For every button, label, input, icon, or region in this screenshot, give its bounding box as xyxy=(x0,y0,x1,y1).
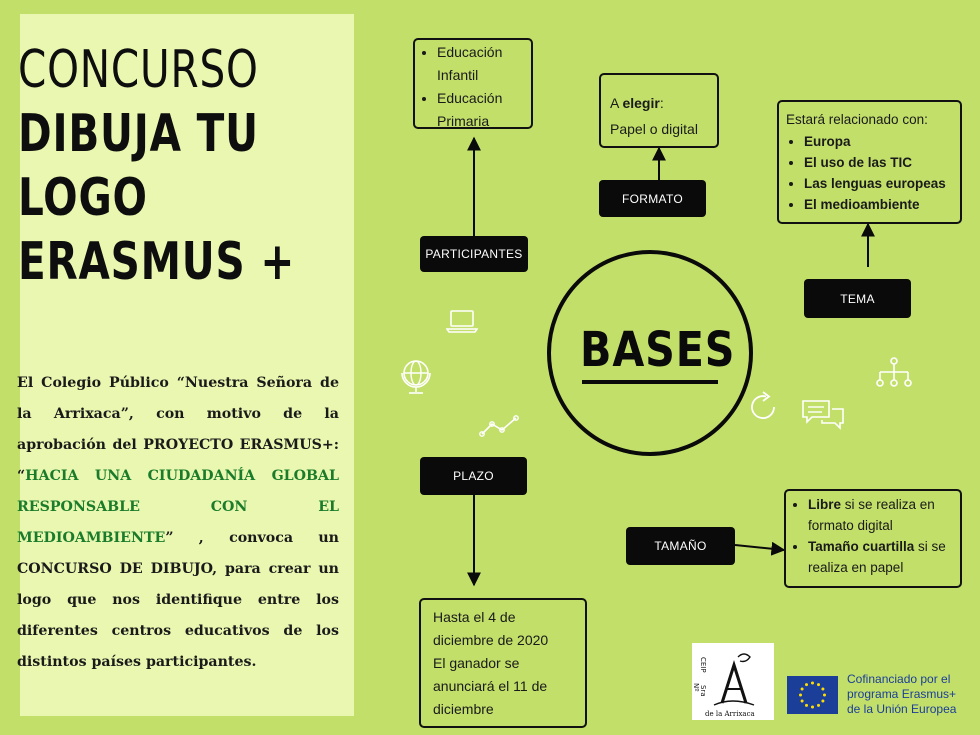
arrow-tamano xyxy=(734,541,786,556)
formato-line-2: Papel o digital xyxy=(610,121,698,137)
list-item: Tamaño cuartilla si se realiza en papel xyxy=(808,536,954,578)
plazo-line-3: El ganador se xyxy=(433,655,520,671)
globe-icon xyxy=(401,360,431,394)
participantes-box: Educación Infantil Educación Primaria xyxy=(413,38,533,129)
project-name: HACIA UNA CIUDADANÍA GLOBAL RESPONSABLE … xyxy=(17,468,339,546)
list-item: Libre si se realiza en formato digital xyxy=(808,494,954,536)
description-part-1: El Colegio Público “Nuestra Señora de la… xyxy=(17,375,339,484)
tema-box: Estará relacionado con: Europa El uso de… xyxy=(777,100,962,224)
eu-line-3: de la Unión Europea xyxy=(847,702,957,716)
list-item: El medioambiente xyxy=(804,194,954,215)
chat-icon xyxy=(802,400,844,430)
list-item: Educación Primaria xyxy=(437,87,527,133)
formato-label: FORMATO xyxy=(599,180,706,217)
school-logo: CEIP Nº Sra de la Arrixaca xyxy=(692,643,774,720)
svg-text:de la Arrixaca: de la Arrixaca xyxy=(705,710,755,718)
bases-underline xyxy=(582,380,718,384)
description-part-2: ” , convoca un CONCURSO DE DIBUJO, para … xyxy=(17,530,339,670)
eu-line-1: Cofinanciado por el xyxy=(847,672,951,686)
title-line-4: ERASMUS + xyxy=(18,232,296,292)
title-line-1: CONCURSO xyxy=(18,40,259,100)
eu-cofunding-text: Cofinanciado por el programa Erasmus+ de… xyxy=(847,672,956,717)
tema-intro: Estará relacionado con: xyxy=(786,112,928,127)
title-line-3: LOGO xyxy=(18,168,148,228)
participantes-list: Educación Infantil Educación Primaria xyxy=(419,41,527,133)
tamano-box: Libre si se realiza en formato digital T… xyxy=(784,489,962,588)
list-item: Europa xyxy=(804,131,954,152)
laptop-icon xyxy=(446,310,478,333)
plazo-box: Hasta el 4 de diciembre de 2020 El ganad… xyxy=(419,598,587,728)
eu-stars xyxy=(799,681,826,709)
tamano-label: TAMAÑO xyxy=(626,527,735,565)
tema-list: Europa El uso de las TIC Las lenguas eur… xyxy=(786,131,954,215)
line-chart-icon xyxy=(479,415,519,437)
list-item: Las lenguas europeas xyxy=(804,173,954,194)
school-logo-graphic: CEIP Nº Sra de la Arrixaca xyxy=(692,653,755,718)
plazo-line-4: anunciará el 11 de xyxy=(433,678,548,694)
title-line-2: DIBUJA TU xyxy=(18,104,259,164)
list-item: El uso de las TIC xyxy=(804,152,954,173)
left-panel xyxy=(20,14,354,716)
description: El Colegio Público “Nuestra Señora de la… xyxy=(17,368,339,678)
bases-circle xyxy=(547,250,753,456)
plazo-label: PLAZO xyxy=(420,457,527,495)
svg-text:Nº: Nº xyxy=(692,683,700,692)
page-title: CONCURSO DIBUJA TU LOGO ERASMUS + xyxy=(18,38,296,294)
plazo-line-2: diciembre de 2020 xyxy=(433,632,549,648)
bases-title: BASES xyxy=(580,322,736,378)
formato-box: A elegir: Papel o digital xyxy=(599,73,719,148)
eu-line-2: programa Erasmus+ xyxy=(847,687,957,701)
refresh-icon xyxy=(751,391,775,419)
svg-text:CEIP: CEIP xyxy=(699,657,707,673)
org-chart-icon xyxy=(876,357,912,387)
plazo-line-5: diciembre xyxy=(433,701,494,717)
participantes-label: PARTICIPANTES xyxy=(420,236,528,272)
list-item: Educación Infantil xyxy=(437,41,527,87)
tamano-list: Libre si se realiza en formato digital T… xyxy=(790,494,954,578)
eu-flag xyxy=(787,676,838,714)
plazo-line-1: Hasta el 4 de xyxy=(433,609,516,625)
formato-line-1: A elegir: xyxy=(610,95,664,111)
tema-label: TEMA xyxy=(804,279,911,318)
svg-text:Sra: Sra xyxy=(699,685,707,697)
